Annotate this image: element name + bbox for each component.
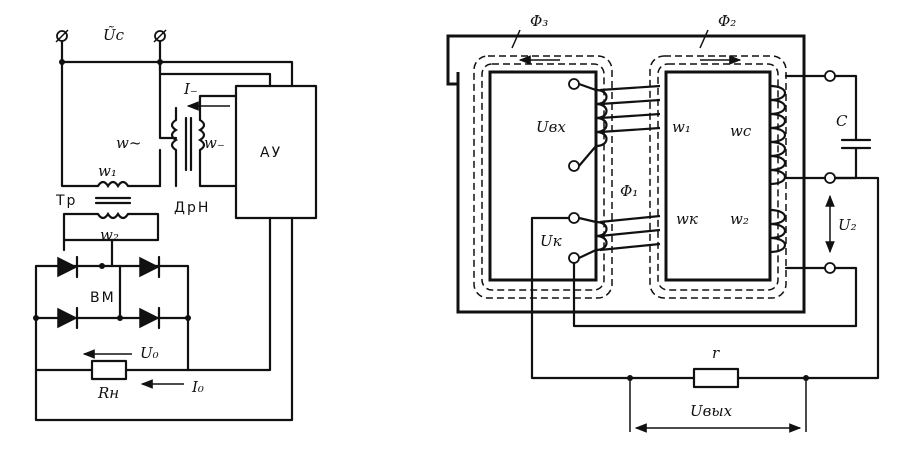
flux-paths bbox=[473, 55, 787, 299]
rectifier-bridge bbox=[33, 238, 191, 330]
supply-terminal-left bbox=[55, 29, 69, 60]
top-bus-wire bbox=[60, 56, 100, 188]
winding-dc-label: w₋ bbox=[204, 134, 225, 152]
load-resistor-label: Rн bbox=[97, 384, 119, 402]
amplifier-label: АУ bbox=[260, 145, 282, 161]
winding-1-coil bbox=[97, 148, 162, 189]
input-terminal-top[interactable] bbox=[568, 78, 580, 90]
input-terminal-bottom[interactable] bbox=[568, 160, 580, 172]
voltage-2-label: U₂ bbox=[838, 216, 857, 234]
flux-3-label: Φ₃ bbox=[530, 12, 548, 30]
winding-c-label: wc bbox=[730, 122, 752, 140]
input-voltage-label: Uвх bbox=[536, 118, 566, 136]
load-resistor bbox=[90, 359, 128, 381]
resistor-label: r bbox=[712, 344, 720, 362]
left-circuit: Ũc w₁ Тр w₂ bbox=[33, 26, 318, 422]
flux-2-label: Φ₂ bbox=[718, 12, 736, 30]
control-terminal-top[interactable] bbox=[568, 212, 580, 224]
output-resistor bbox=[692, 367, 740, 389]
choke-windings bbox=[170, 116, 206, 172]
control-voltage-label: Uк bbox=[540, 232, 562, 250]
output-voltage-label: U₀ bbox=[140, 344, 159, 362]
supply-terminal-right bbox=[153, 29, 167, 60]
winding-2-label-right: w₂ bbox=[730, 210, 749, 228]
winding-1-coil-right bbox=[578, 82, 661, 167]
supply-voltage-label: Ũc bbox=[103, 26, 125, 44]
winding-k-label: wк bbox=[676, 210, 698, 228]
transformer-core bbox=[446, 34, 806, 314]
winding-ac-label: w~ bbox=[116, 134, 141, 152]
winding-1-label-right: w₁ bbox=[672, 118, 691, 136]
output-terminal-bottom[interactable] bbox=[824, 262, 836, 274]
rectifier-label: ВМ bbox=[90, 290, 116, 306]
choke-label: ДрН bbox=[174, 200, 210, 216]
amplifier-box bbox=[234, 84, 318, 220]
winding-1-label: w₁ bbox=[98, 162, 117, 180]
transformer-label: Тр bbox=[55, 193, 77, 209]
right-circuit: Φ₃ Φ₂ Φ₁ Uвх w₁ Uк wк wc w₂ C bbox=[446, 12, 880, 433]
load-current-label: I₀ bbox=[191, 378, 204, 396]
output-terminal-top[interactable] bbox=[824, 172, 836, 184]
capacitor-label: C bbox=[836, 112, 848, 130]
flux-1-label: Φ₁ bbox=[620, 182, 638, 200]
dc-current-label: I₋ bbox=[183, 80, 198, 98]
control-terminal-bottom[interactable] bbox=[568, 252, 580, 264]
winding-2-label: w₂ bbox=[100, 226, 119, 244]
output-voltage-label-right: Uвых bbox=[690, 402, 733, 420]
